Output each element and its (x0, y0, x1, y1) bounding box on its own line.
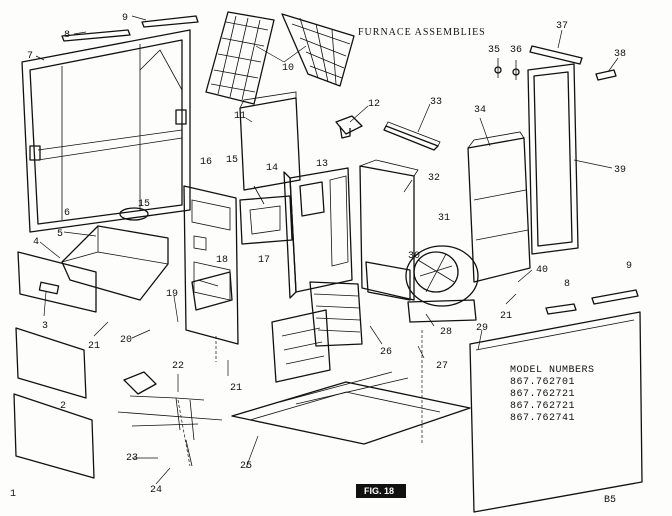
callout-34: 34 (474, 105, 486, 116)
model-number: 867.762721 (510, 389, 575, 400)
model-number: 867.762701 (510, 377, 575, 388)
callout-8-repeat: 8 (564, 279, 570, 290)
callout-25: 25 (240, 461, 252, 472)
callout-7: 7 (27, 51, 33, 62)
heat-exchanger-part (283, 167, 353, 299)
front-panel-4-part (17, 251, 97, 313)
callout-39: 39 (614, 165, 626, 176)
callout-36: 36 (510, 45, 522, 56)
right-strips-part (545, 289, 639, 315)
callout-21-repeat: 21 (500, 311, 512, 322)
callout-13: 13 (316, 159, 328, 170)
callout-11: 11 (234, 111, 246, 122)
callout-5: 5 (57, 229, 63, 240)
callout-23: 23 (126, 453, 138, 464)
model-number: 867.762741 (510, 413, 575, 424)
firebox-grid-part (271, 281, 363, 383)
callout-31: 31 (438, 213, 450, 224)
panel-11-part (239, 91, 301, 191)
callout-10: 10 (282, 63, 294, 74)
panel-39-part (527, 63, 579, 255)
callout-24: 24 (150, 485, 162, 496)
callout-2: 2 (60, 401, 66, 412)
figure-label: FIG. 18 (364, 486, 394, 496)
callout-21-repeat: 21 (230, 383, 242, 394)
callout-14: 14 (266, 163, 278, 174)
panel-2-part (15, 327, 87, 399)
callout-40: 40 (536, 265, 548, 276)
callout-26: 26 (380, 347, 392, 358)
callout-1: 1 (10, 489, 16, 500)
callout-labels: 1 2 3 4 5 6 7 8 9 10 11 12 13 14 15 16 1… (10, 13, 632, 500)
assembly-line (177, 399, 191, 467)
callout-6: 6 (64, 208, 70, 219)
callout-8: 8 (64, 30, 70, 41)
side-panel-29-part (469, 311, 643, 513)
callout-19: 19 (166, 289, 178, 300)
callout-18: 18 (216, 255, 228, 266)
panel-1-part (13, 393, 95, 479)
top-strips-part (61, 15, 199, 42)
model-numbers-heading: MODEL NUMBERS (510, 365, 595, 376)
page-code: B5 (604, 495, 616, 506)
callout-28: 28 (440, 327, 452, 338)
callout-16: 16 (200, 157, 212, 168)
callout-33: 33 (430, 97, 442, 108)
callout-30: 30 (408, 251, 420, 262)
channel-33-part (383, 121, 441, 151)
model-number: 867.762721 (510, 401, 575, 412)
panel-16-part (183, 185, 239, 345)
callout-12: 12 (368, 99, 380, 110)
callout-15-repeat: 15 (138, 199, 150, 210)
callout-20: 20 (120, 335, 132, 346)
callout-21: 21 (88, 341, 100, 352)
diagram-title: FURNACE ASSEMBLIES (358, 27, 486, 38)
model-numbers-block: MODEL NUMBERS 867.762701 867.762721 867.… (510, 365, 595, 424)
callout-29: 29 (476, 323, 488, 334)
callout-9: 9 (122, 13, 128, 24)
callout-27: 27 (436, 361, 448, 372)
panel-34-part (467, 131, 531, 283)
fasteners-35-36-part (494, 58, 520, 80)
callout-15: 15 (226, 155, 238, 166)
callout-17: 17 (258, 255, 270, 266)
callout-9-repeat: 9 (626, 261, 632, 272)
callout-37: 37 (556, 21, 568, 32)
cover-32-part (359, 159, 419, 301)
callout-35: 35 (488, 45, 500, 56)
filter-panels-part (205, 11, 355, 105)
gas-valve-part (117, 371, 223, 467)
callout-32: 32 (428, 173, 440, 184)
callout-3: 3 (42, 321, 48, 332)
plate-18-part (191, 271, 233, 311)
rods-37-38-part (529, 45, 617, 81)
leader-lines (35, 15, 619, 485)
callout-38: 38 (614, 49, 626, 60)
bracket-12-part (335, 115, 363, 139)
base-pan-part (61, 207, 169, 301)
floor-tray-part (231, 371, 471, 445)
burner-bracket-part (239, 185, 293, 245)
callout-4: 4 (33, 237, 39, 248)
callout-22: 22 (172, 361, 184, 372)
figure-label-box: FIG. 18 (356, 484, 406, 498)
blower-part (405, 245, 479, 323)
door-frame-part (21, 29, 191, 233)
